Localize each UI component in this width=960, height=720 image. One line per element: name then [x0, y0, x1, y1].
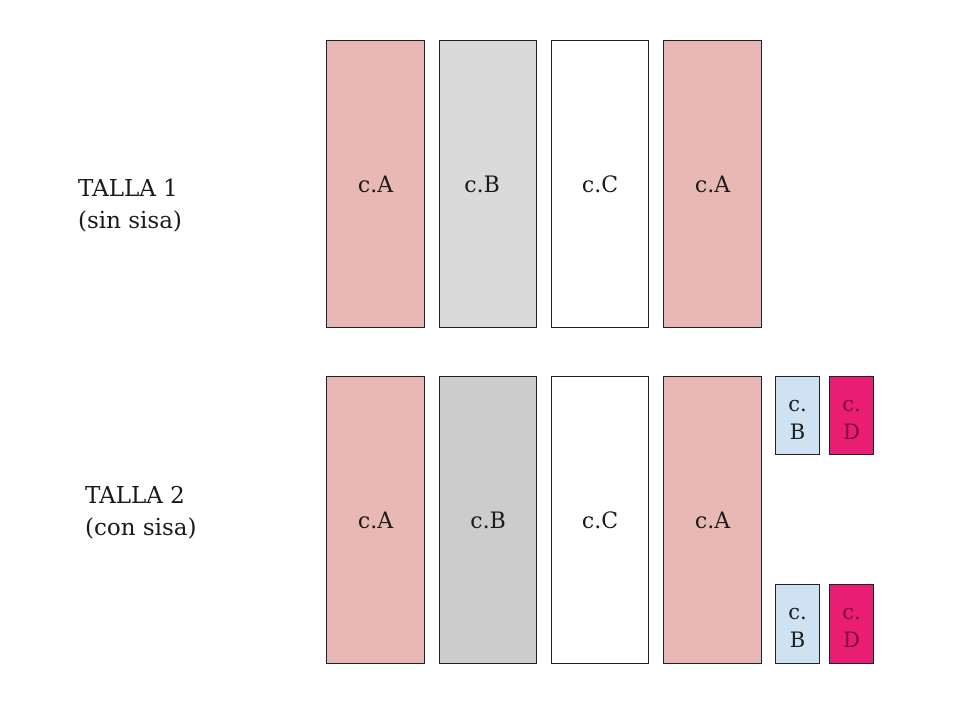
size-1-label: TALLA 1 (sin sisa) [78, 173, 182, 237]
size-2-piece-b-bottom: c. B [775, 584, 820, 664]
size-2-piece-d-top: c. D [829, 376, 874, 455]
strip-label: c.C [581, 173, 619, 198]
size-1-strip-b: c.B [439, 40, 537, 328]
size-1-subtitle: (sin sisa) [78, 208, 182, 234]
size-1-strip-a-left: c.A [326, 40, 425, 328]
size-1-strip-a-right: c.A [663, 40, 762, 328]
strip-label: c.B [464, 173, 500, 198]
size-2-strip-b: c.B [439, 376, 537, 664]
size-2-strip-a-right: c.A [663, 376, 762, 664]
size-2-strip-c: c.C [551, 376, 649, 664]
size-1-title: TALLA 1 [78, 176, 178, 202]
strip-label: c.B [470, 509, 506, 534]
piece-label-line2: B [789, 628, 806, 652]
strip-label: c.A [694, 509, 731, 534]
piece-label-line2: D [843, 420, 860, 444]
size-2-subtitle: (con sisa) [85, 515, 197, 541]
size-2-piece-d-bottom: c. D [829, 584, 874, 664]
piece-label-line1: c. [842, 392, 861, 416]
piece-label-line2: D [843, 628, 860, 652]
size-2-title: TALLA 2 [85, 483, 185, 509]
piece-label-line1: c. [788, 600, 807, 624]
strip-label: c.C [581, 509, 619, 534]
piece-label-line1: c. [788, 392, 807, 416]
strip-label: c.A [694, 173, 731, 198]
size-2-strip-a-left: c.A [326, 376, 425, 664]
strip-label: c.A [357, 173, 394, 198]
piece-label-line1: c. [842, 600, 861, 624]
size-2-label: TALLA 2 (con sisa) [85, 480, 196, 544]
piece-label-line2: B [789, 420, 806, 444]
size-2-piece-b-top: c. B [775, 376, 820, 455]
size-1-strip-c: c.C [551, 40, 649, 328]
strip-label: c.A [357, 509, 394, 534]
